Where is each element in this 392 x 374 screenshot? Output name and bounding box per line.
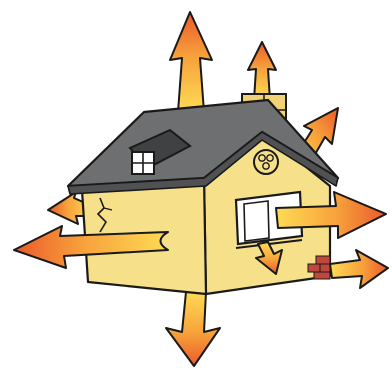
heat-arrow-floor-down-icon (166, 292, 220, 366)
heat-arrow-roof-up-icon (170, 12, 212, 112)
heat-arrow-lower-right-icon (330, 250, 388, 288)
gable-vent-icon (254, 150, 278, 174)
heat-arrow-chimney-up-icon (248, 42, 276, 100)
